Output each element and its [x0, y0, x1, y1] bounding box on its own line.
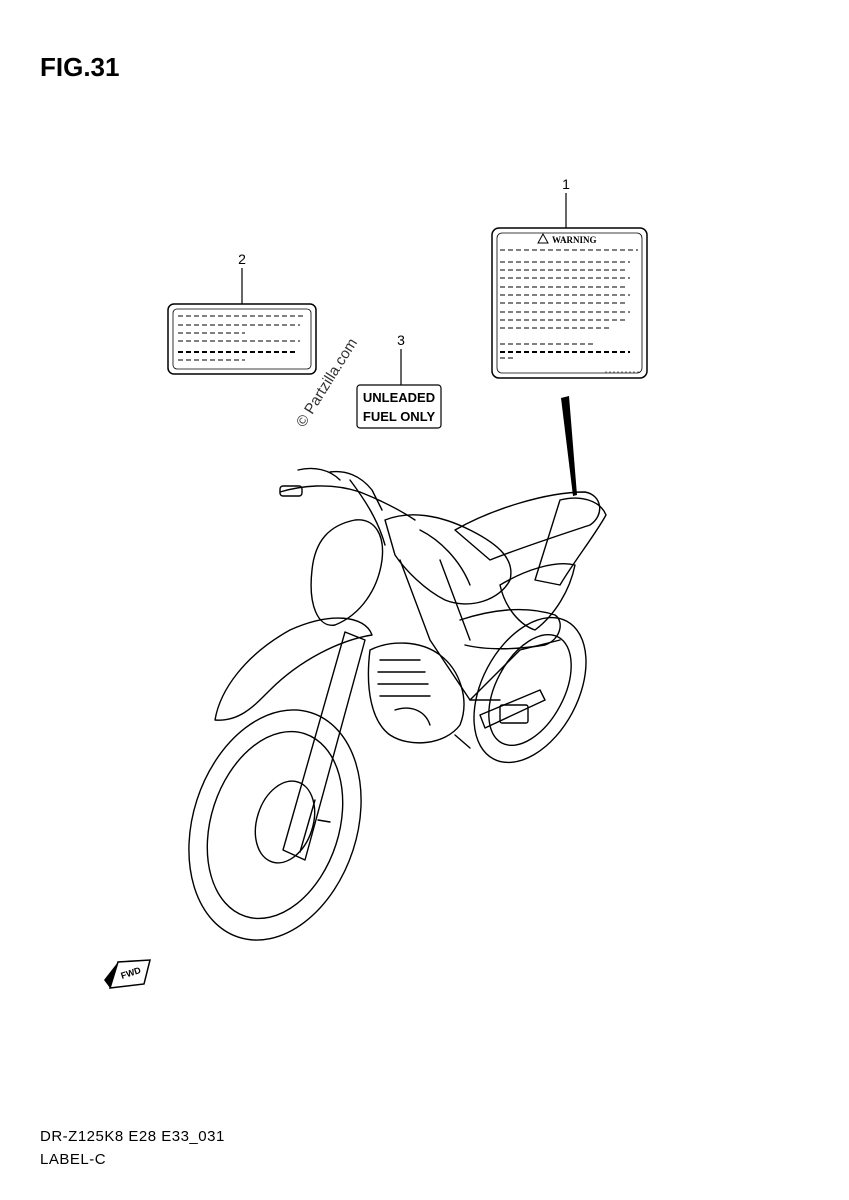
info-label-part[interactable]: 2 [167, 251, 317, 375]
callout-3: 3 [397, 332, 405, 348]
motorcycle-drawing [188, 467, 607, 941]
leader-wedge [561, 396, 577, 496]
fuel-label-part[interactable]: 3 UNLEADED FUEL ONLY [356, 332, 442, 429]
fuel-label-line-1: UNLEADED [363, 390, 435, 405]
warning-heading: WARNING [552, 235, 597, 245]
warning-triangle-icon [537, 232, 549, 244]
diagram-code: DR-Z125K8 E28 E33_031 [40, 1128, 225, 1145]
figure-title: FIG.31 [40, 52, 120, 82]
section-name: LABEL-C [40, 1151, 107, 1168]
warning-label-part[interactable]: 1 WARNING [491, 176, 648, 379]
callout-2: 2 [238, 251, 246, 267]
forward-arrow-icon [108, 959, 151, 989]
fuel-label-line-2: FUEL ONLY [363, 409, 436, 424]
forward-direction-marker: FWD [104, 959, 151, 989]
callout-1: 1 [562, 176, 570, 192]
